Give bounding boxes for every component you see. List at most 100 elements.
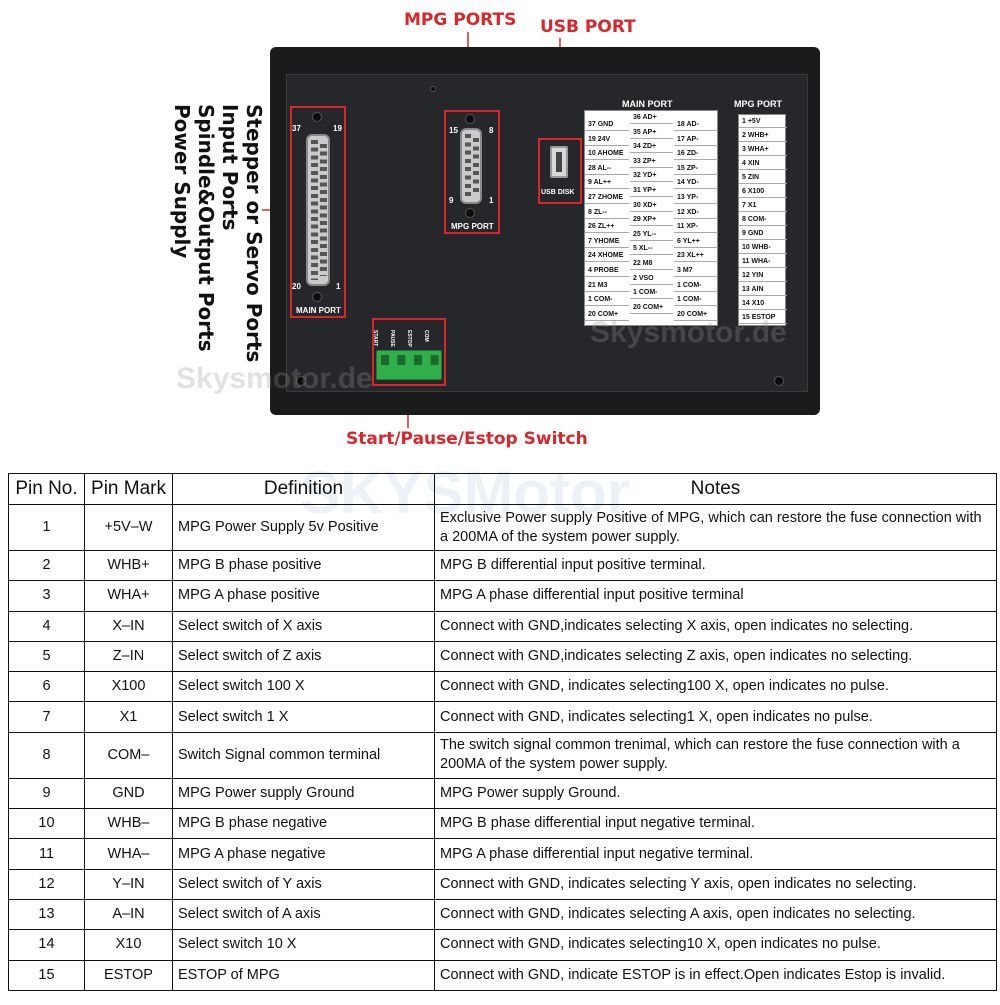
notes-cell: Exclusive Power supply Positive of MPG, … xyxy=(434,504,997,551)
pin-chart-cell: 20 COM+ xyxy=(630,301,673,314)
pin-chart-cell: 33 ZP+ xyxy=(630,155,673,168)
pin-mark-cell: X–IN xyxy=(84,610,173,642)
device-illustration: MPG PORTS USB PORT Start/Pause/Estop Swi… xyxy=(0,0,1000,462)
pin-chart-cell: 20 COM+ xyxy=(674,308,718,321)
pin-chart-cell: 6 X100 xyxy=(739,185,787,198)
pin-number-cell: 8 xyxy=(8,731,85,779)
screw-icon xyxy=(430,86,436,92)
pin-number-cell: 13 xyxy=(8,898,85,931)
main-port-connector-icon xyxy=(306,134,330,286)
pin-number-cell: 5 xyxy=(8,640,85,673)
pin-chart-cell: 12 XD- xyxy=(674,206,718,219)
mpg-port-pin-15: 15 xyxy=(449,126,458,135)
main-port-pin-37: 37 xyxy=(292,124,301,133)
pin-chart-cell: 1 COM- xyxy=(630,286,673,300)
pin-chart-cell: 28 AL-- xyxy=(585,162,629,175)
notes-cell: Connect with GND, indicates selecting Y … xyxy=(434,868,997,900)
pin-chart-cell: 7 X1 xyxy=(739,199,787,212)
pin-number-cell: 2 xyxy=(8,549,85,582)
notes-cell: MPG B differential input positive termin… xyxy=(434,549,997,582)
screw-icon xyxy=(774,376,784,386)
screw-icon xyxy=(312,112,322,122)
start-pause-estop-callout: Start/Pause/Estop Switch xyxy=(346,429,588,449)
pin-chart-cell: 32 YD+ xyxy=(630,169,673,183)
pin-number-cell: 1 xyxy=(8,504,85,551)
pin-mark-cell: ESTOP xyxy=(84,959,173,991)
definition-cell: MPG B phase negative xyxy=(172,808,435,840)
notes-cell: MPG Power supply Ground. xyxy=(434,777,997,810)
notes-cell: Connect with GND,indicates selecting Z a… xyxy=(434,640,997,673)
definition-cell: Select switch of X axis xyxy=(172,610,435,642)
mpg-chart-title: MPG PORT xyxy=(734,99,783,109)
switch-label-start: START xyxy=(372,330,378,347)
pin-chart-cell: 34 ZD+ xyxy=(630,140,673,154)
pin-chart-cell: 4 PROBE xyxy=(585,264,629,277)
pin-chart-cell: 7 YHOME xyxy=(585,235,629,248)
main-chart-title: MAIN PORT xyxy=(622,99,673,109)
pin-chart-cell: 27 ZHOME xyxy=(585,191,629,204)
pin-chart-cell: 9 AL++ xyxy=(585,176,629,190)
pin-chart-cell: 1 +5V xyxy=(739,115,787,128)
main-port-label: MAIN PORT xyxy=(296,306,341,315)
pin-mark-cell: WHB– xyxy=(84,808,173,840)
pin-chart-cell: 35 AP+ xyxy=(630,126,673,139)
pin-number-cell: 10 xyxy=(8,808,85,840)
pin-chart-cell: 13 YP- xyxy=(674,191,718,204)
pin-chart-cell: 15 ZP- xyxy=(674,162,718,175)
switch-label-pause: PAUSE xyxy=(389,330,395,347)
mpg-port-highlight xyxy=(444,110,500,234)
pin-chart-cell: 10 AHOME xyxy=(585,147,629,161)
pin-chart-cell: 16 ZD- xyxy=(674,147,718,161)
pin-number-cell: 14 xyxy=(8,929,85,961)
mpg-ports-callout: MPG PORTS xyxy=(404,10,517,30)
definition-cell: MPG Power supply Ground xyxy=(172,777,435,810)
pin-mark-cell: +5V–W xyxy=(84,504,173,551)
main-port-pin-20: 20 xyxy=(292,282,301,291)
switch-terminal-highlight xyxy=(372,318,446,386)
usb-port-highlight xyxy=(538,138,582,204)
notes-cell: MPG A phase differential input negative … xyxy=(434,838,997,870)
pin-mark-cell: A–IN xyxy=(84,898,173,931)
pin-chart-cell: 17 AP- xyxy=(674,133,718,146)
mpg-pin-table: Pin No. Pin Mark Definition Notes 1+5V–W… xyxy=(8,473,997,991)
pin-chart-cell: 13 AIN xyxy=(739,283,787,296)
notes-cell: Connect with GND, indicate ESTOP is in e… xyxy=(434,959,997,991)
screw-icon xyxy=(296,376,306,386)
pin-mark-cell: WHB+ xyxy=(84,549,173,582)
pin-mark-cell: WHA– xyxy=(84,838,173,870)
screw-icon xyxy=(465,208,475,218)
usb-port-callout: USB PORT xyxy=(540,17,636,37)
pin-number-cell: 6 xyxy=(8,671,85,703)
pin-chart-cell: 21 M3 xyxy=(585,279,629,292)
notes-cell: Connect with GND,indicates selecting X a… xyxy=(434,610,997,642)
notes-cell: MPG A phase differential input positive … xyxy=(434,580,997,612)
switch-label-com: COM xyxy=(423,330,429,342)
pin-chart-cell: 12 YIN xyxy=(739,269,787,282)
pin-chart-cell: 6 YL++ xyxy=(674,235,718,248)
pin-chart-cell: 18 AD- xyxy=(674,118,718,131)
pin-chart-cell: 25 YL-- xyxy=(630,228,673,241)
rear-panel xyxy=(286,74,808,392)
pin-number-cell: 3 xyxy=(8,580,85,612)
pin-chart-cell: 11 WHA- xyxy=(739,255,787,268)
definition-cell: Select switch 10 X xyxy=(172,929,435,961)
pin-chart-cell: 36 AD+ xyxy=(630,111,673,124)
main-port-pin-1: 1 xyxy=(336,282,341,291)
pin-mark-cell: X10 xyxy=(84,929,173,961)
notes-cell: The switch signal common trenimal, which… xyxy=(434,731,997,779)
definition-cell: Select switch of A axis xyxy=(172,898,435,931)
pin-chart-cell: 11 XP- xyxy=(674,220,718,234)
pin-chart-cell: 29 XP+ xyxy=(630,213,673,227)
pin-chart-cell: 8 ZL-- xyxy=(585,206,629,219)
pin-chart-cell: 3 WHA+ xyxy=(739,143,787,156)
